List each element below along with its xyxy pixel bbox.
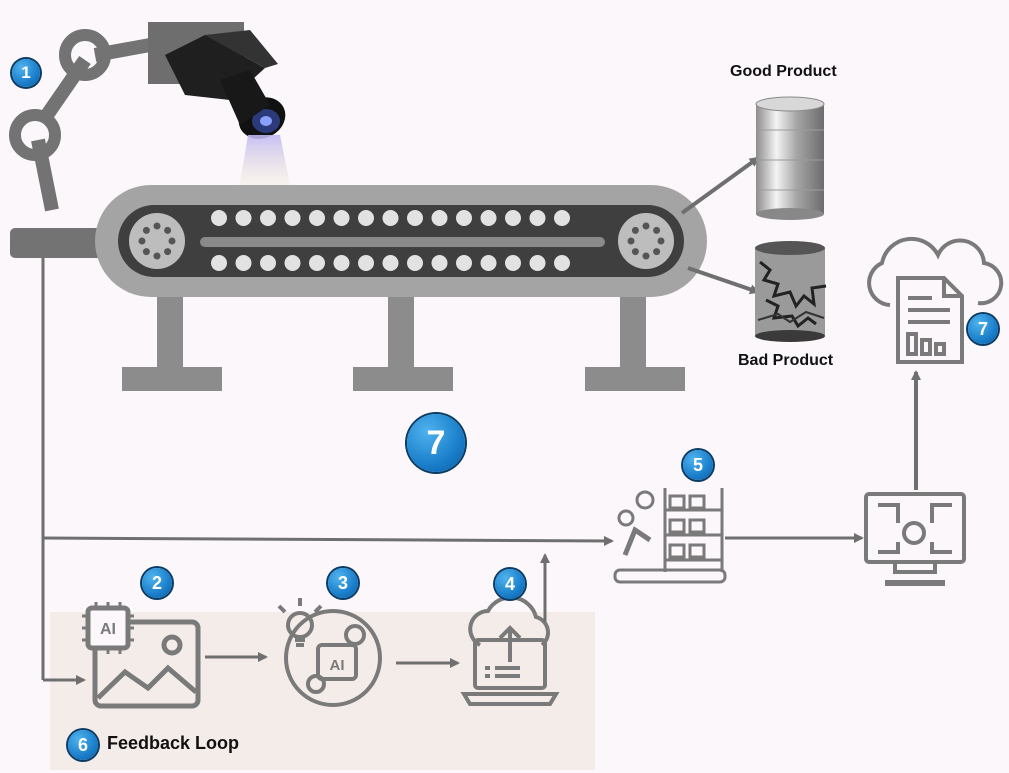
hub-bolt: [631, 226, 639, 234]
roller: [505, 255, 521, 271]
hub-bolt: [631, 248, 639, 256]
roller: [309, 255, 325, 271]
ai-head-text: AI: [330, 657, 345, 674]
hub-bolt: [142, 226, 150, 234]
hub-bolt: [153, 252, 161, 260]
arrow-to-warehouse: [42, 535, 614, 546]
hub-bolt: [657, 237, 665, 245]
hub-bolt: [627, 237, 635, 245]
ai-image-icon: [82, 602, 201, 709]
good-product-label: Good Product: [730, 63, 837, 80]
roller: [554, 255, 570, 271]
roller-hub-left: [138, 222, 176, 260]
camera-beam: [238, 135, 292, 195]
ai-chip-text: AI: [100, 621, 116, 638]
roller: [284, 210, 301, 226]
hub-bolt: [142, 248, 150, 256]
roller: [309, 210, 325, 226]
roller: [235, 210, 252, 226]
roller: [260, 210, 276, 226]
hub-bolt: [138, 237, 146, 245]
roller: [505, 210, 521, 226]
roller: [529, 210, 546, 226]
roller: [554, 210, 570, 226]
hub-bolt: [164, 248, 172, 256]
ai-processing-icon: [277, 598, 382, 707]
roller: [456, 255, 472, 271]
conveyor-belt: [95, 185, 707, 297]
hub-bolt: [642, 252, 650, 260]
hub-bolt: [153, 222, 161, 230]
arrow-to-bad-product: [687, 266, 760, 295]
monitor-gear-icon: [864, 492, 966, 586]
conveyor-rollers: [211, 210, 570, 271]
conveyor-ledge: [10, 228, 110, 258]
step-5-badge: 5: [683, 450, 713, 480]
roller: [358, 210, 374, 226]
cloud-report-icon: [867, 236, 1004, 364]
roller: [456, 210, 472, 226]
roller: [382, 255, 399, 271]
roller: [480, 255, 497, 271]
step-1-badge: 1: [12, 59, 40, 87]
bad-product-can: [755, 241, 827, 342]
roller: [211, 255, 227, 271]
roller: [529, 255, 546, 271]
arrow-to-good-product: [680, 156, 760, 215]
bad-product-label: Bad Product: [738, 352, 834, 369]
step-7-cloud-badge: 7: [968, 314, 998, 344]
hub-bolt: [168, 237, 176, 245]
roller: [431, 255, 448, 271]
roller: [382, 210, 399, 226]
roller: [284, 255, 301, 271]
conveyor-legs: [122, 297, 685, 391]
good-product-can: [755, 96, 825, 220]
roller: [260, 255, 276, 271]
feedback-loop-label: Feedback Loop: [107, 733, 240, 753]
roller-hub-right: [627, 222, 665, 260]
warehouse-robot-icon: [613, 488, 727, 584]
roller: [358, 255, 374, 271]
roller: [480, 210, 497, 226]
step-6-badge: 6: [68, 730, 98, 760]
roller: [333, 210, 350, 226]
step-2-badge: 2: [142, 568, 172, 598]
roller: [211, 210, 227, 226]
roller: [407, 210, 423, 226]
roller: [235, 255, 252, 271]
hub-bolt: [653, 226, 661, 234]
roller: [333, 255, 350, 271]
hub-bolt: [164, 226, 172, 234]
hub-bolt: [642, 222, 650, 230]
step-4-badge: 4: [495, 569, 525, 599]
camera-icon: [165, 30, 286, 139]
robot-arm-icon: [9, 29, 152, 212]
step-3-badge: 3: [328, 568, 358, 598]
hub-bolt: [653, 248, 661, 256]
roller: [407, 255, 423, 271]
step-7-conveyor-badge: 7: [407, 414, 465, 472]
roller: [431, 210, 448, 226]
